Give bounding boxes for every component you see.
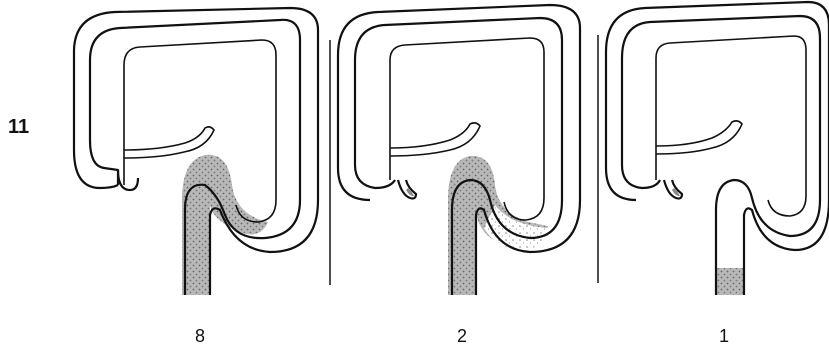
colon-outline xyxy=(606,2,829,295)
colon-diagram-middle xyxy=(338,5,580,295)
colon-inner-wall xyxy=(656,36,806,216)
terminal-ileum xyxy=(656,121,742,154)
terminal-ileum xyxy=(124,127,214,158)
figure-number: 11 xyxy=(8,116,29,139)
terminal-ileum xyxy=(390,123,480,156)
shaded-segment xyxy=(182,155,268,295)
colon-diagram-right xyxy=(606,2,829,295)
colon-diagram-left xyxy=(74,8,318,295)
shaded-segment xyxy=(716,268,744,295)
cecum xyxy=(118,170,138,190)
